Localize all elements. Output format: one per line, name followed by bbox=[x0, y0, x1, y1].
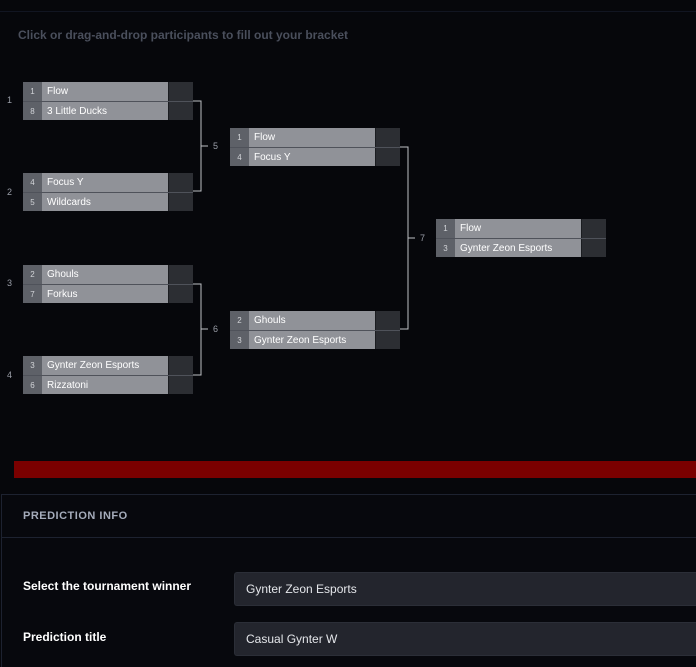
participant-name: Flow bbox=[42, 82, 168, 101]
participant-name: Wildcards bbox=[42, 193, 168, 211]
match-6: 2 Ghouls 3 Gynter Zeon Esports bbox=[230, 311, 400, 350]
seed-number: 1 bbox=[436, 219, 455, 238]
score-box[interactable] bbox=[375, 311, 400, 330]
top-strip bbox=[0, 0, 696, 12]
participant-name: Forkus bbox=[42, 285, 168, 303]
prediction-title-input[interactable]: Casual Gynter W bbox=[234, 622, 696, 656]
participant-name: Ghouls bbox=[249, 311, 375, 330]
seed-number: 2 bbox=[230, 311, 249, 330]
bracket-slot[interactable]: 7 Forkus bbox=[23, 284, 193, 303]
score-box[interactable] bbox=[581, 219, 606, 238]
bracket-slot[interactable]: 1 Flow bbox=[23, 82, 193, 101]
score-box[interactable] bbox=[375, 148, 400, 166]
bracket-slot[interactable]: 3 Gynter Zeon Esports bbox=[23, 356, 193, 375]
seed-number: 7 bbox=[23, 285, 42, 303]
prediction-title-label: Prediction title bbox=[23, 630, 107, 644]
score-box[interactable] bbox=[168, 173, 193, 192]
match-2: 4 Focus Y 5 Wildcards bbox=[23, 173, 193, 212]
participant-name: 3 Little Ducks bbox=[42, 102, 168, 120]
participant-name: Flow bbox=[249, 128, 375, 147]
seed-number: 3 bbox=[23, 356, 42, 375]
match-3: 2 Ghouls 7 Forkus bbox=[23, 265, 193, 304]
winner-label: Select the tournament winner bbox=[23, 579, 192, 593]
participant-name: Rizzatoni bbox=[42, 376, 168, 394]
seed-number: 4 bbox=[23, 173, 42, 192]
score-box[interactable] bbox=[168, 102, 193, 120]
panel-header: PREDICTION INFO bbox=[2, 495, 696, 538]
bracket-slot[interactable]: 6 Rizzatoni bbox=[23, 375, 193, 394]
panel-title: PREDICTION INFO bbox=[23, 510, 128, 522]
prediction-info-panel: PREDICTION INFO Select the tournament wi… bbox=[1, 494, 696, 667]
seed-number: 5 bbox=[23, 193, 42, 211]
score-box[interactable] bbox=[168, 265, 193, 284]
score-box[interactable] bbox=[168, 82, 193, 101]
bracket-slot[interactable]: 4 Focus Y bbox=[230, 147, 400, 166]
score-box[interactable] bbox=[375, 128, 400, 147]
seed-number: 4 bbox=[230, 148, 249, 166]
seed-number: 3 bbox=[230, 331, 249, 349]
match-4: 3 Gynter Zeon Esports 6 Rizzatoni bbox=[23, 356, 193, 395]
participant-name: Gynter Zeon Esports bbox=[42, 356, 168, 375]
bracket-slot[interactable]: 8 3 Little Ducks bbox=[23, 101, 193, 120]
participant-name: Ghouls bbox=[42, 265, 168, 284]
bracket-slot[interactable]: 1 Flow bbox=[436, 219, 606, 238]
match-number: 4 bbox=[7, 370, 13, 380]
match-number: 2 bbox=[7, 187, 13, 197]
bracket-slot[interactable]: 5 Wildcards bbox=[23, 192, 193, 211]
connector-1-2 bbox=[193, 100, 202, 192]
score-box[interactable] bbox=[168, 285, 193, 303]
participant-name: Gynter Zeon Esports bbox=[249, 331, 375, 349]
bracket-slot[interactable]: 3 Gynter Zeon Esports bbox=[230, 330, 400, 349]
seed-number: 3 bbox=[436, 239, 455, 257]
bracket-instruction: Click or drag-and-drop participants to f… bbox=[18, 28, 349, 42]
connector-5-6 bbox=[400, 146, 409, 330]
seed-number: 8 bbox=[23, 102, 42, 120]
match-1: 1 Flow 8 3 Little Ducks bbox=[23, 82, 193, 121]
seed-number: 1 bbox=[23, 82, 42, 101]
bracket-connectors bbox=[193, 100, 415, 376]
score-box[interactable] bbox=[168, 376, 193, 394]
bracket-slot[interactable]: 1 Flow bbox=[230, 128, 400, 147]
match-number: 3 bbox=[7, 278, 13, 288]
seed-number: 1 bbox=[230, 128, 249, 147]
bracket-slot[interactable]: 2 Ghouls bbox=[230, 311, 400, 330]
match-number: 6 bbox=[213, 324, 219, 334]
bracket: 1 2 3 4 5 6 7 1 Flow 8 3 Little Ducks 4 … bbox=[0, 60, 696, 440]
score-box[interactable] bbox=[581, 239, 606, 257]
score-box[interactable] bbox=[168, 193, 193, 211]
score-box[interactable] bbox=[168, 356, 193, 375]
participant-name: Focus Y bbox=[249, 148, 375, 166]
participant-name: Flow bbox=[455, 219, 581, 238]
connector-3-4 bbox=[193, 283, 202, 376]
winner-select[interactable]: Gynter Zeon Esports bbox=[234, 572, 696, 606]
bracket-slot[interactable]: 4 Focus Y bbox=[23, 173, 193, 192]
participant-name: Focus Y bbox=[42, 173, 168, 192]
match-7: 1 Flow 3 Gynter Zeon Esports bbox=[436, 219, 606, 258]
error-bar bbox=[14, 461, 696, 478]
match-number: 1 bbox=[7, 95, 13, 105]
bracket-slot[interactable]: 3 Gynter Zeon Esports bbox=[436, 238, 606, 257]
score-box[interactable] bbox=[375, 331, 400, 349]
match-5: 1 Flow 4 Focus Y bbox=[230, 128, 400, 167]
seed-number: 2 bbox=[23, 265, 42, 284]
participant-name: Gynter Zeon Esports bbox=[455, 239, 581, 257]
match-number: 7 bbox=[420, 233, 426, 243]
bracket-slot[interactable]: 2 Ghouls bbox=[23, 265, 193, 284]
seed-number: 6 bbox=[23, 376, 42, 394]
match-number: 5 bbox=[213, 141, 219, 151]
